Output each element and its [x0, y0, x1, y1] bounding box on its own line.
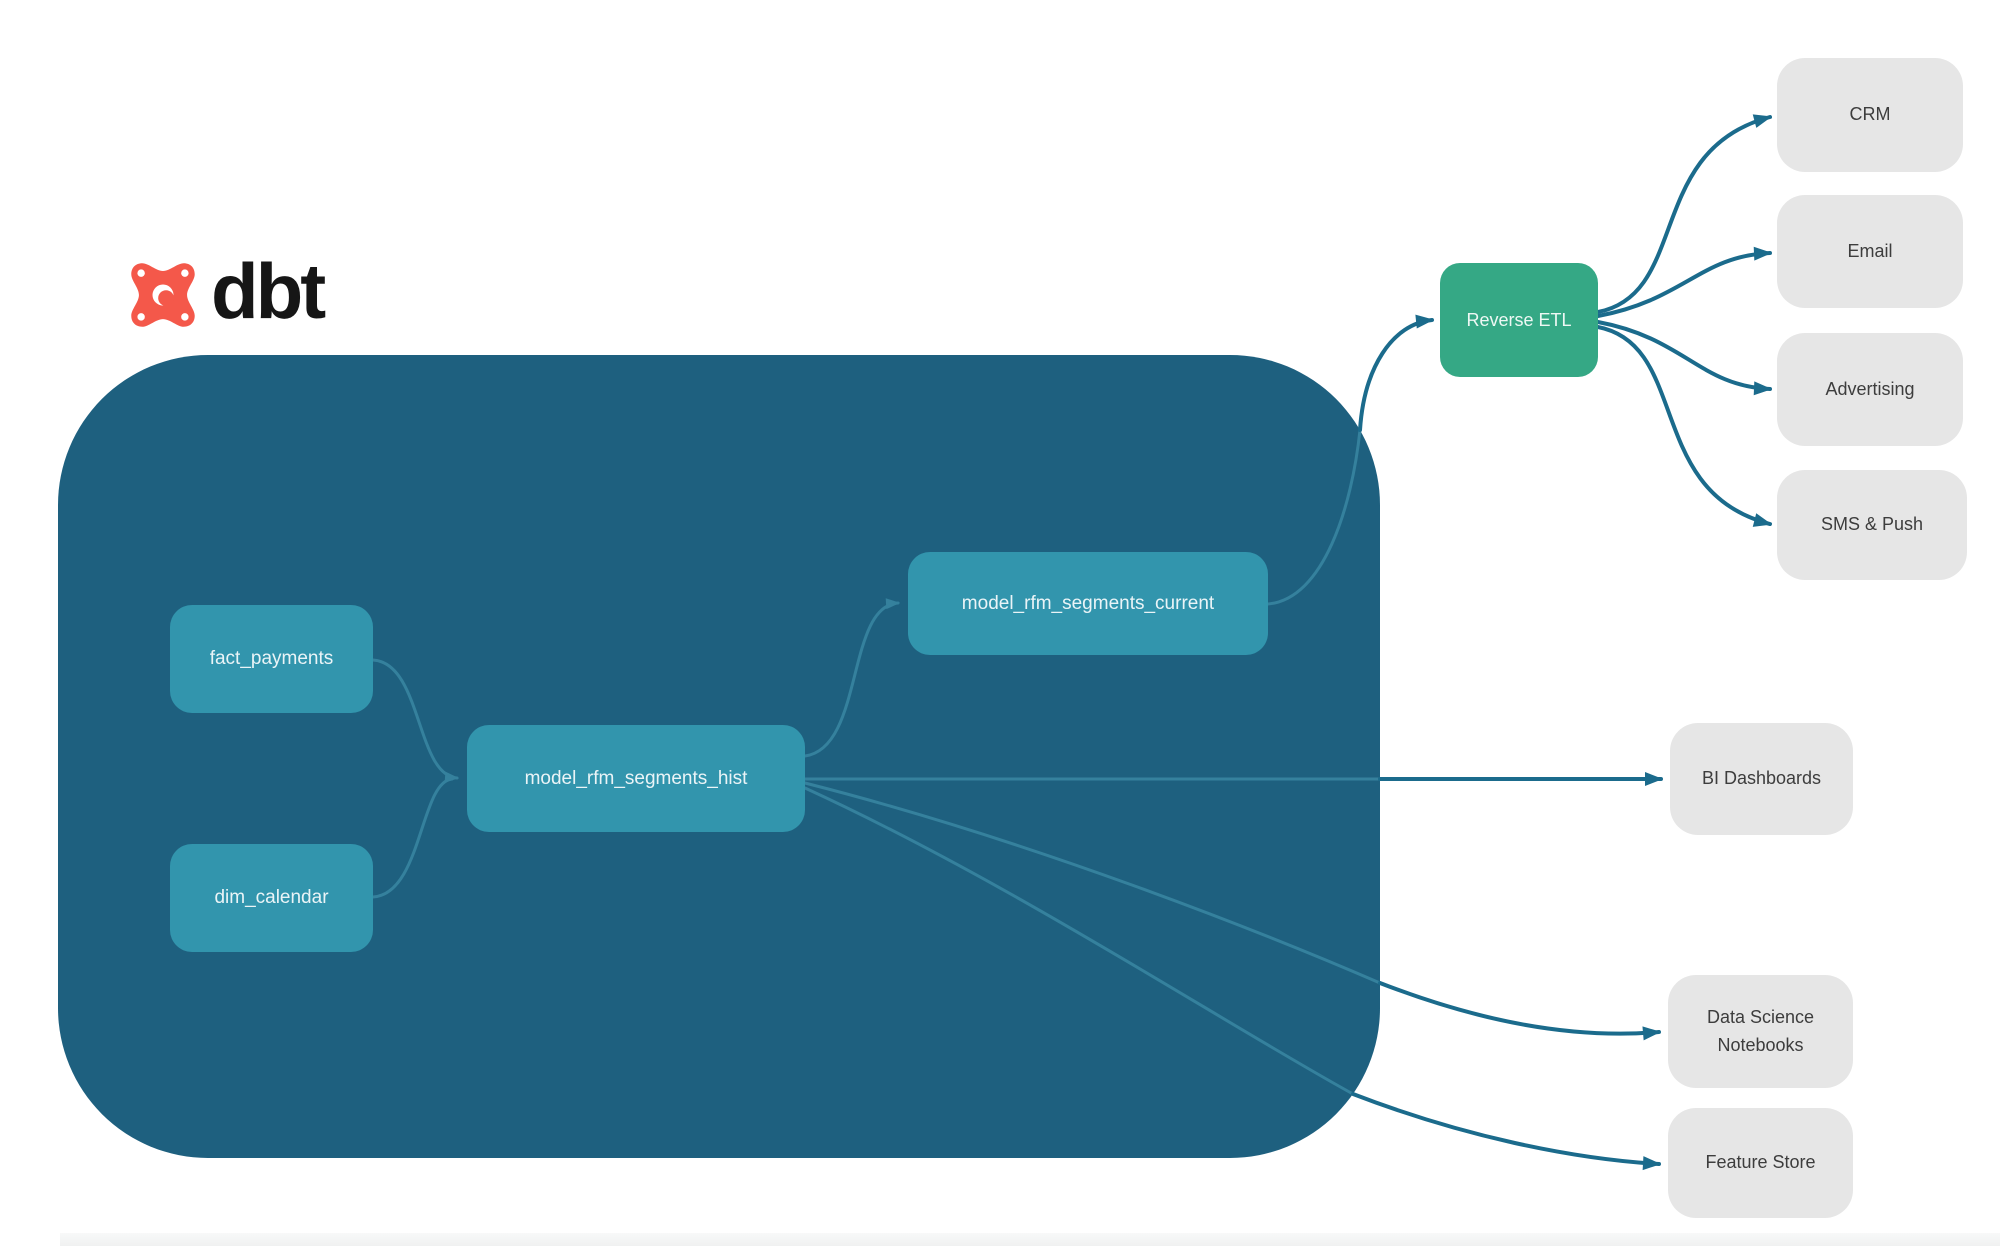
node-email: Email — [1777, 195, 1963, 308]
node-dim-calendar: dim_calendar — [170, 844, 373, 952]
bottom-page-edge — [60, 1233, 2000, 1246]
node-email-label: Email — [1847, 240, 1893, 261]
dbt-star-icon — [131, 263, 195, 327]
node-feature-store: Feature Store — [1668, 1108, 1853, 1218]
node-bi-dashboards: BI Dashboards — [1670, 723, 1853, 835]
node-model-rfm-segments-current: model_rfm_segments_current — [908, 552, 1268, 655]
node-model-rfm-segments-hist-label: model_rfm_segments_hist — [524, 767, 748, 789]
edge-reverse-etl-to-advertising — [1596, 320, 1772, 396]
edge-current-to-reverse-etl-outer — [1358, 314, 1434, 432]
node-sms-push-label: SMS & Push — [1820, 514, 1924, 535]
node-crm: CRM — [1777, 58, 1963, 172]
node-data-science-notebooks-label: Data Science Notebooks — [1706, 1006, 1815, 1055]
dbt-wordmark: dbt — [211, 247, 326, 335]
node-model-rfm-segments-hist: model_rfm_segments_hist — [467, 725, 805, 832]
node-feature-store-label: Feature Store — [1705, 1152, 1816, 1173]
edge-reverse-etl-to-sms-push — [1596, 325, 1772, 527]
node-model-rfm-segments-current-label: model_rfm_segments_current — [961, 592, 1215, 614]
edge-hist-to-fs-outer — [1351, 1092, 1661, 1171]
node-advertising-label: Advertising — [1825, 378, 1915, 399]
edge-reverse-etl-to-email — [1596, 246, 1772, 318]
node-bi-dashboards-label: BI Dashboards — [1701, 768, 1822, 789]
edge-hist-to-ds-outer — [1378, 981, 1661, 1041]
node-fact-payments: fact_payments — [170, 605, 373, 713]
edge-reverse-etl-to-crm — [1596, 114, 1772, 314]
node-advertising: Advertising — [1777, 333, 1963, 446]
node-fact-payments-label: fact_payments — [209, 648, 334, 669]
node-reverse-etl-label: Reverse ETL — [1466, 309, 1572, 330]
node-crm-label: CRM — [1849, 104, 1891, 125]
dbt-logo: dbt — [127, 252, 326, 334]
node-reverse-etl: Reverse ETL — [1440, 263, 1598, 377]
node-dim-calendar-label: dim_calendar — [214, 887, 329, 908]
node-data-science-notebooks: Data Science Notebooks — [1668, 975, 1853, 1088]
node-sms-push: SMS & Push — [1777, 470, 1967, 580]
